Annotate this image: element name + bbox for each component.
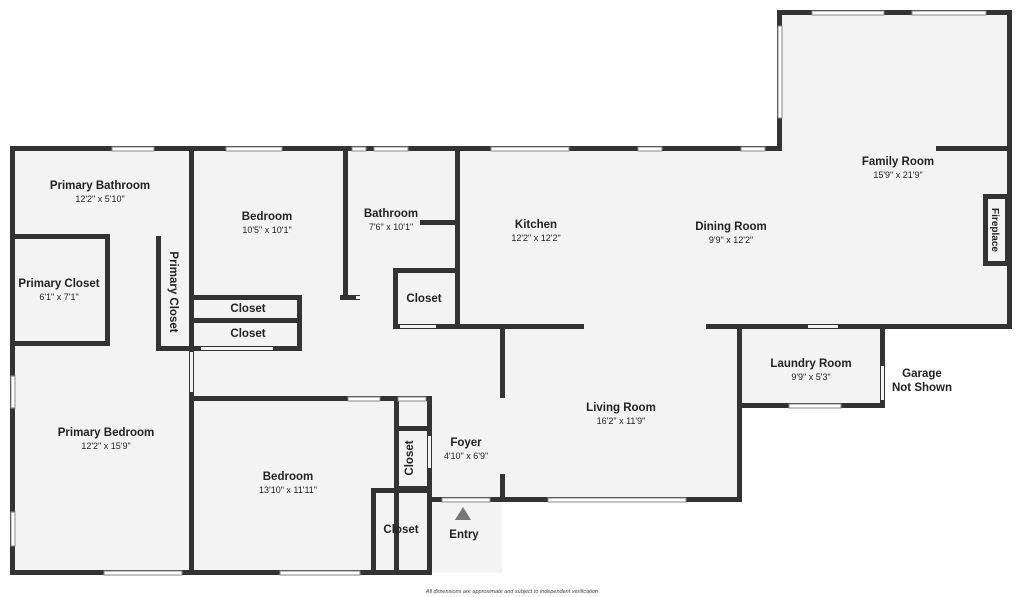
entry-arrow-icon (455, 507, 471, 520)
room-bedroom-top: Bedroom 10'5" x 10'1" (242, 211, 292, 235)
room-foyer: Foyer 4'10" x 6'9" (444, 437, 488, 461)
room-name: Living Room (586, 402, 656, 414)
room-name: Foyer (450, 437, 482, 449)
garage-label: Garage (902, 368, 942, 380)
room-dimensions: 12'2" x 15'9" (81, 441, 130, 451)
room-dimensions: 16'2" x 11'9" (597, 416, 646, 426)
primary-closet-vertical-label: Primary Closet (167, 251, 179, 332)
room-name: Bedroom (242, 211, 292, 223)
closet-label: Closet (230, 328, 265, 340)
floor-area (12, 12, 1010, 573)
room-dimensions: 13'10" x 11'11" (259, 485, 317, 495)
room-dimensions: 6'1" x 7'1" (39, 292, 78, 302)
closet-label: Closet (404, 440, 416, 475)
room-primary-closet: Primary Closet 6'1" x 7'1" (18, 278, 99, 302)
room-dimensions: 7'6" x 10'1" (369, 222, 413, 232)
room-family-room: Family Room 15'9" x 21'9" (862, 156, 934, 180)
room-kitchen: Kitchen 12'2" x 12'2" (511, 219, 560, 243)
closet-label: Closet (406, 293, 441, 305)
room-bathroom: Bathroom 7'6" x 10'1" (364, 208, 418, 232)
disclaimer: All dimensions are approximate and subje… (425, 589, 598, 595)
room-name: Bedroom (263, 471, 313, 483)
room-name: Kitchen (515, 219, 557, 231)
closet-label: Closet (230, 303, 265, 315)
room-dimensions: 12'2" x 12'2" (511, 233, 560, 243)
closet-label: Closet (383, 524, 418, 536)
fireplace (983, 194, 1009, 266)
room-laundry-room: Laundry Room 9'9" x 5'3" (770, 358, 851, 382)
room-name: Family Room (862, 156, 934, 168)
room-dimensions: 4'10" x 6'9" (444, 451, 488, 461)
room-name: Dining Room (695, 221, 767, 233)
windows (10, 10, 987, 576)
door-openings (190, 296, 884, 468)
entry-label: Entry (449, 529, 479, 541)
room-primary-bedroom: Primary Bedroom 12'2" x 15'9" (58, 427, 155, 451)
garage-label: Not Shown (892, 382, 952, 394)
room-dimensions: 15'9" x 21'9" (873, 170, 922, 180)
room-name: Primary Bedroom (58, 427, 155, 439)
room-name: Bathroom (364, 208, 418, 220)
room-dimensions: 10'5" x 10'1" (242, 225, 291, 235)
room-living-room: Living Room 16'2" x 11'9" (586, 402, 656, 426)
room-dimensions: 9'9" x 5'3" (791, 372, 830, 382)
room-dining-room: Dining Room 9'9" x 12'2" (695, 221, 767, 245)
room-name: Laundry Room (770, 358, 851, 370)
room-dimensions: 12'2" x 5'10" (75, 194, 124, 204)
fireplace-label: Fireplace (989, 208, 1000, 252)
room-name: Primary Closet (18, 278, 99, 290)
room-name: Primary Bathroom (50, 180, 150, 192)
room-dimensions: 9'9" x 12'2" (709, 235, 753, 245)
room-bedroom-bottom: Bedroom 13'10" x 11'11" (259, 471, 317, 495)
room-primary-bathroom: Primary Bathroom 12'2" x 5'10" (50, 180, 150, 204)
